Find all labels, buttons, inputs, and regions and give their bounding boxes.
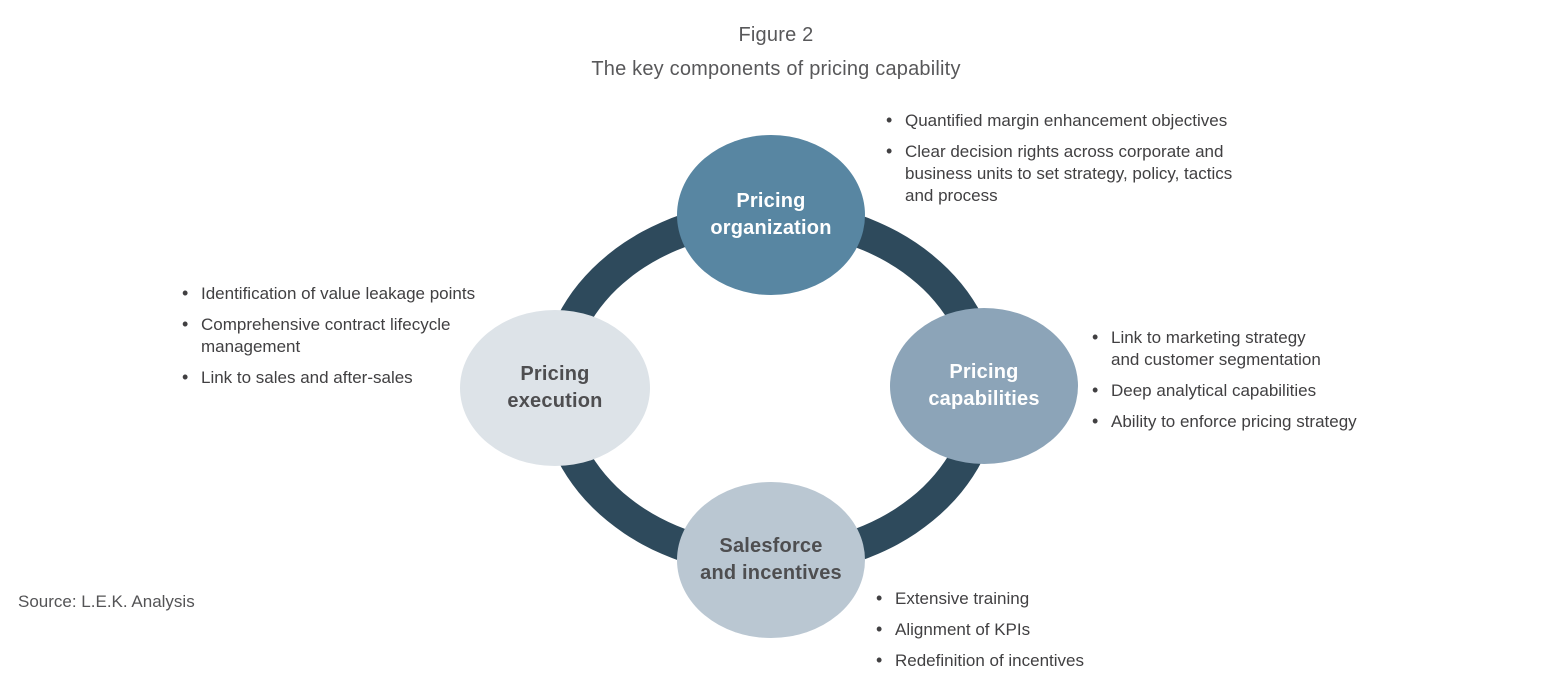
node-label-pricing-capabilities: Pricing capabilities	[928, 361, 1040, 410]
source-note: Source: L.E.K. Analysis	[18, 592, 195, 611]
figure-label: Figure 2	[738, 24, 814, 46]
bullet-item: Quantified margin enhancement objectives	[884, 109, 1294, 132]
bullet-item: Alignment of KPIs	[874, 618, 1214, 641]
node-pricing-organization: Pricing organization	[677, 135, 865, 295]
node-pricing-capabilities: Pricing capabilities	[890, 308, 1078, 464]
figure-subtitle: The key components of pricing capability	[591, 58, 961, 80]
bullet-item: Link to marketing strategy and customer …	[1090, 326, 1430, 371]
title-block: Figure 2 The key components of pricing c…	[0, 22, 1552, 82]
bullet-list-pricing-capabilities: Link to marketing strategy and customer …	[1090, 326, 1430, 442]
bullet-item: Clear decision rights across corporate a…	[884, 140, 1294, 207]
bullet-item: Deep analytical capabilities	[1090, 379, 1430, 402]
bullet-item: Extensive training	[874, 587, 1214, 610]
bullet-list-pricing-execution: Identification of value leakage points C…	[180, 282, 520, 398]
bullet-list-pricing-organization: Quantified margin enhancement objectives…	[884, 109, 1294, 216]
bullet-item: Identification of value leakage points	[180, 282, 520, 305]
node-label-salesforce-and-incentives: Salesforce and incentives	[700, 535, 842, 584]
bullet-item: Link to sales and after-sales	[180, 366, 520, 389]
bullet-list-salesforce-and-incentives: Extensive training Alignment of KPIs Red…	[874, 587, 1214, 681]
node-label-pricing-execution: Pricing execution	[507, 363, 603, 412]
bullet-item: Comprehensive contract lifecycle managem…	[180, 313, 520, 358]
node-salesforce-and-incentives: Salesforce and incentives	[677, 482, 865, 638]
bullet-item: Redefinition of incentives	[874, 649, 1214, 672]
node-label-pricing-organization: Pricing organization	[710, 190, 832, 239]
bullet-item: Ability to enforce pricing strategy	[1090, 410, 1430, 433]
